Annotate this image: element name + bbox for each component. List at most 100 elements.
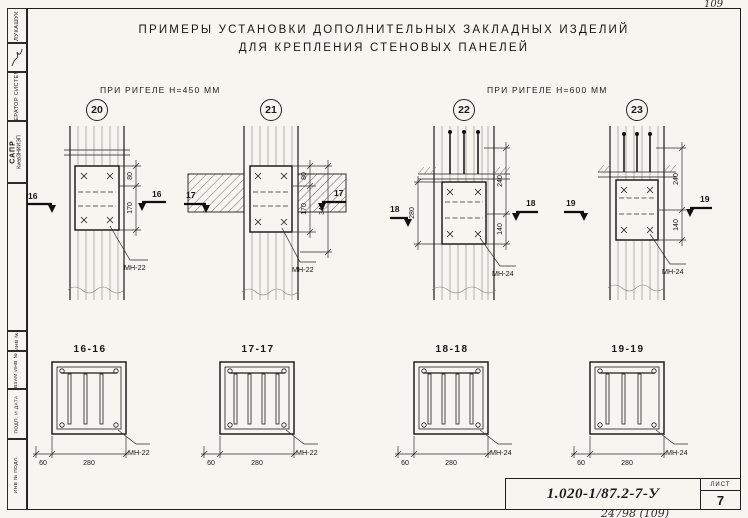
section-19-19-figure: МН-24 60 280 [570,361,688,467]
dim-top-label: 240 [497,175,504,187]
section-18-18: 18-18 МН-24 60 280 [390,344,530,473]
detail-callout-23: 23 [626,99,648,121]
dim-offset-label: 60 [577,460,585,467]
signature-scribble [11,48,23,66]
dimension-line: 60 280 [394,436,492,467]
section-cut-markers: 17 17 [184,188,346,213]
bolt-cross-marks [80,172,114,224]
marker-right-label: 16 [152,189,162,199]
section-cut-markers: 18 18 [390,198,538,227]
beam-edge [417,166,511,180]
marker-left-label: 17 [186,190,196,200]
detail-callout-21: 21 [260,99,282,121]
dim-width-label: 280 [251,460,263,467]
drawing-title-line1: ПРИМЕРЫ УСТАНОВКИ ДОПОЛНИТЕЛЬНЫХ ЗАКЛАДН… [138,24,630,36]
marker-left-label: 19 [566,198,576,208]
main-drawing-frame [27,8,741,510]
section-17-17: 17-17 МН-22 60 280 [196,344,336,473]
part-label: МН-22 [128,448,150,457]
dimension-line: 60 280 [570,436,668,467]
stamp-signature [7,43,27,72]
detail-number-23: 23 [631,104,643,116]
dim-bottom-label: 140 [673,219,680,231]
part-leader [285,429,318,445]
marker-right-label: 19 [700,194,710,204]
part-leader [117,429,150,445]
dim-bottom-label: 140 [497,223,504,235]
dimension-chain: 240 140 280 [409,142,510,250]
dim-outer-label: 280 [409,207,416,219]
title-block: 1.020-1/87.2-7-У ЛИСТ 7 [505,478,741,510]
stamp-operator-label: ОПЕРАТОР СИСТЕМЫ [14,72,20,121]
stamp-vzam-inv: ВЗАМ ИНВ № [7,351,27,389]
dimension-line: 60 280 [32,436,130,467]
drawing-title-line2: ДЛЯ КРЕПЛЕНИЯ СТЕНОВЫХ ПАНЕЛЕЙ [238,41,530,54]
stamp-blank-cell [7,183,27,331]
section-17-17-figure: МН-22 60 280 [200,361,318,467]
stamp-podp-label: ПОДП. И ДАТА [14,394,20,434]
section-title: 18-18 [435,344,469,355]
marker-left-label: 16 [28,191,38,201]
anchor-studs [622,132,652,172]
dim-width-label: 280 [445,460,457,467]
part-label: МН-24 [662,267,684,276]
stamp-inv-number: ИНВ № [7,331,27,351]
part-label: МН-22 [292,265,314,274]
embed-plate [249,165,293,233]
stamp-podp-data: ПОДП. И ДАТА [7,389,27,439]
section-cut-markers: 16 16 [28,189,166,213]
bolt-cross-marks [446,188,482,238]
part-label: МН-22 [124,263,146,272]
sheet-number: 7 [716,492,725,508]
detail-callout-20: 20 [86,99,108,121]
anchor-studs [448,130,480,174]
section-16-16-figure: МН-22 60 280 [32,361,150,467]
dim-offset-label: 60 [39,460,47,467]
detail-20-figure: 80 170 16 16 МН-22 [28,126,166,300]
part-leader [479,429,512,445]
stamp-vzam-label: ВЗАМ ИНВ № [14,352,20,388]
break-line [67,286,125,294]
group-header-h450: ПРИ РИГЕЛЕ Н=450 ММ [100,85,221,95]
dim-width-label: 280 [621,460,633,467]
section-title: 19-19 [611,344,645,355]
break-line [241,288,299,296]
stamp-inv-label: ИНВ № [14,331,20,351]
break-line [431,286,497,294]
part-label: МН-24 [666,448,688,457]
part-leader: МН-24 [479,237,516,278]
break-line [607,284,665,292]
stamp-sapr: САПР КиевЗНИИЭП [7,121,27,183]
stamp-author: ЛУКАШУК [7,8,27,43]
dimension-chain: 240 140 [656,142,686,246]
section-title: 16-16 [73,344,107,355]
part-label: МН-22 [296,448,318,457]
dim-top-label: 80 [301,172,308,180]
marker-left-label: 18 [390,204,400,214]
dim-width-label: 280 [83,460,95,467]
detail-callout-22: 22 [453,99,475,121]
detail-21-figure: 80 170 340 17 17 МН-22 [184,126,347,300]
document-number: 1.020-1/87.2-7-У [546,485,660,502]
embed-plate [441,181,487,245]
drawing-title: ПРИМЕРЫ УСТАНОВКИ ДОПОЛНИТЕЛЬНЫХ ЗАКЛАДН… [27,22,741,58]
group-header-h600: ПРИ РИГЕЛЕ Н=600 ММ [487,85,608,95]
detail-number-22: 22 [458,104,470,116]
section-18-18-figure: МН-24 60 280 [394,361,512,467]
dimension-line: 60 280 [200,436,298,467]
dim-top-label: 240 [673,173,680,185]
section-cut-markers: 19 19 [564,194,712,221]
detail-number-20: 20 [91,104,103,116]
embed-plate [615,179,659,241]
part-leader: МН-22 [281,227,316,274]
bolt-cross-marks [620,186,654,234]
dim-offset-label: 60 [401,460,409,467]
stamp-inv-podl: ИНВ № ПОДЛ. [7,439,27,510]
part-leader [655,429,688,445]
beam-rigel [187,173,347,213]
beam-edge [597,164,677,178]
embed-plate [74,165,120,231]
dim-offset-label: 60 [207,460,215,467]
dim-bottom-label: 170 [127,202,134,214]
